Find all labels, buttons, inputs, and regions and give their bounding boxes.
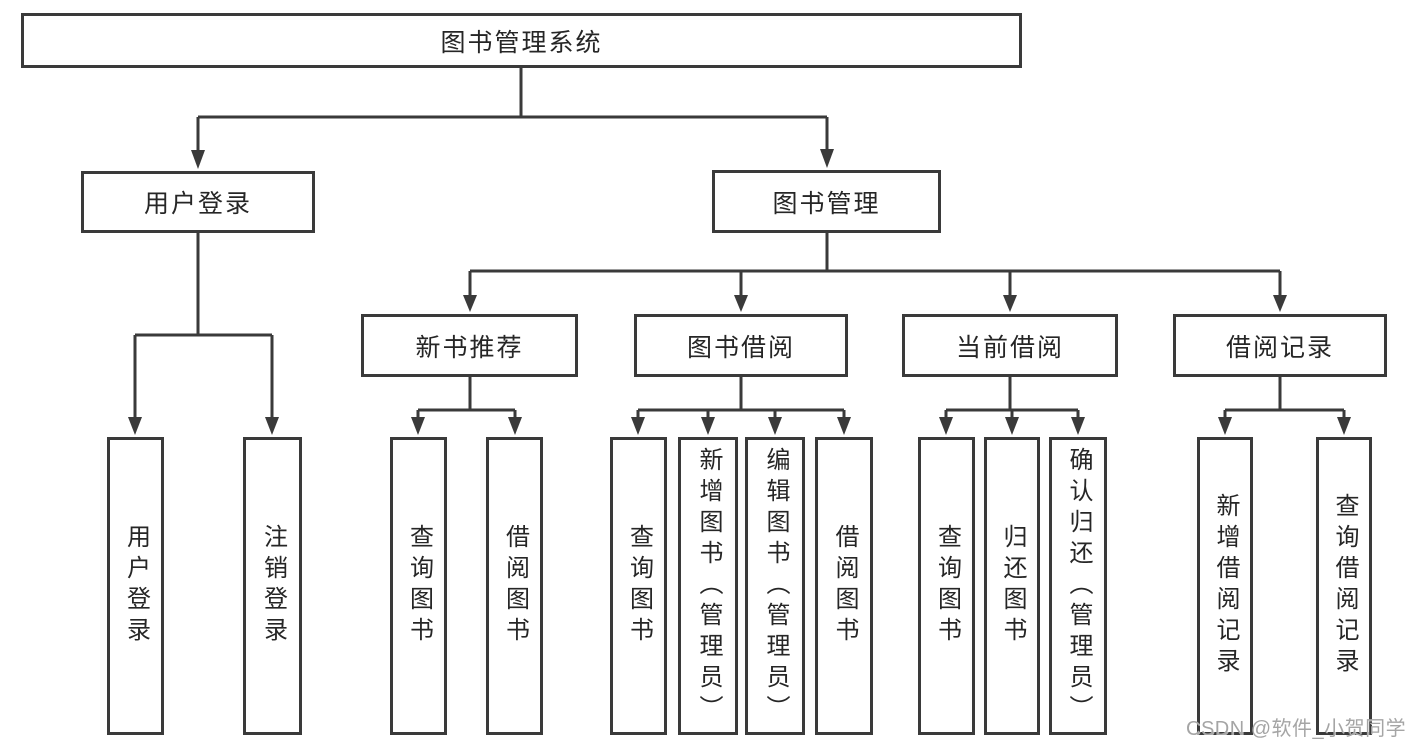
leaf-logout: 注销登录 bbox=[243, 437, 302, 735]
leaf-borrow-books-borrow-label: 借阅图书 bbox=[831, 524, 858, 648]
node-book-management: 图书管理 bbox=[712, 170, 941, 233]
leaf-edit-book-admin-label: 编辑图书（管理员） bbox=[762, 446, 789, 726]
node-book-borrow-label: 图书借阅 bbox=[686, 333, 795, 362]
leaf-query-books-borrow: 查询图书 bbox=[610, 437, 667, 735]
connector-user-login-group bbox=[128, 233, 279, 435]
connector-root-to-level2 bbox=[191, 68, 834, 169]
node-library-system: 图书管理系统 bbox=[21, 13, 1022, 68]
node-library-system-label: 图书管理系统 bbox=[440, 28, 603, 57]
node-book-management-label: 图书管理 bbox=[772, 189, 881, 218]
node-borrow-records-label: 借阅记录 bbox=[1225, 333, 1334, 362]
leaf-return-books-label: 归还图书 bbox=[999, 524, 1026, 648]
connector-borrow-records-group bbox=[1218, 377, 1351, 435]
leaf-query-borrow-record: 查询借阅记录 bbox=[1316, 437, 1372, 735]
node-user-login-label: 用户登录 bbox=[143, 190, 252, 218]
node-book-borrow: 图书借阅 bbox=[634, 314, 848, 377]
leaf-query-books-current: 查询图书 bbox=[918, 437, 975, 735]
leaf-confirm-return-admin-label: 确认归还（管理员） bbox=[1065, 446, 1092, 726]
leaf-borrow-books-recommend-label: 借阅图书 bbox=[501, 524, 529, 648]
leaf-add-borrow-record-label: 新增借阅记录 bbox=[1212, 493, 1239, 679]
leaf-query-books-borrow-label: 查询图书 bbox=[625, 524, 653, 648]
node-current-borrow: 当前借阅 bbox=[902, 314, 1118, 377]
leaf-query-borrow-record-label: 查询借阅记录 bbox=[1331, 493, 1358, 679]
node-new-book-recommend: 新书推荐 bbox=[361, 314, 578, 377]
leaf-query-books-recommend: 查询图书 bbox=[390, 437, 447, 735]
leaf-add-book-admin-label: 新增图书（管理员） bbox=[695, 446, 722, 726]
node-borrow-records: 借阅记录 bbox=[1173, 314, 1387, 377]
node-new-book-recommend-label: 新书推荐 bbox=[415, 333, 524, 362]
leaf-query-books-recommend-label: 查询图书 bbox=[405, 524, 433, 648]
connector-new-book-group bbox=[411, 377, 522, 435]
connector-book-borrow-group bbox=[631, 377, 851, 435]
leaf-borrow-books-borrow: 借阅图书 bbox=[815, 437, 873, 735]
node-current-borrow-label: 当前借阅 bbox=[955, 333, 1064, 362]
connector-current-borrow-group bbox=[939, 377, 1085, 435]
leaf-logout-label: 注销登录 bbox=[259, 524, 287, 648]
leaf-add-book-admin: 新增图书（管理员） bbox=[678, 437, 738, 735]
leaf-query-books-current-label: 查询图书 bbox=[933, 524, 961, 648]
leaf-borrow-books-recommend: 借阅图书 bbox=[486, 437, 543, 735]
watermark: CSDN @软件_小贺同学 bbox=[1186, 718, 1405, 740]
leaf-return-books: 归还图书 bbox=[984, 437, 1040, 735]
leaf-confirm-return-admin: 确认归还（管理员） bbox=[1049, 437, 1107, 735]
leaf-user-login: 用户登录 bbox=[107, 437, 164, 735]
leaf-user-login-label: 用户登录 bbox=[122, 524, 150, 648]
leaf-add-borrow-record: 新增借阅记录 bbox=[1197, 437, 1253, 735]
connector-book-management-to-level3 bbox=[463, 233, 1287, 312]
leaf-edit-book-admin: 编辑图书（管理员） bbox=[745, 437, 805, 735]
node-user-login: 用户登录 bbox=[81, 171, 315, 233]
